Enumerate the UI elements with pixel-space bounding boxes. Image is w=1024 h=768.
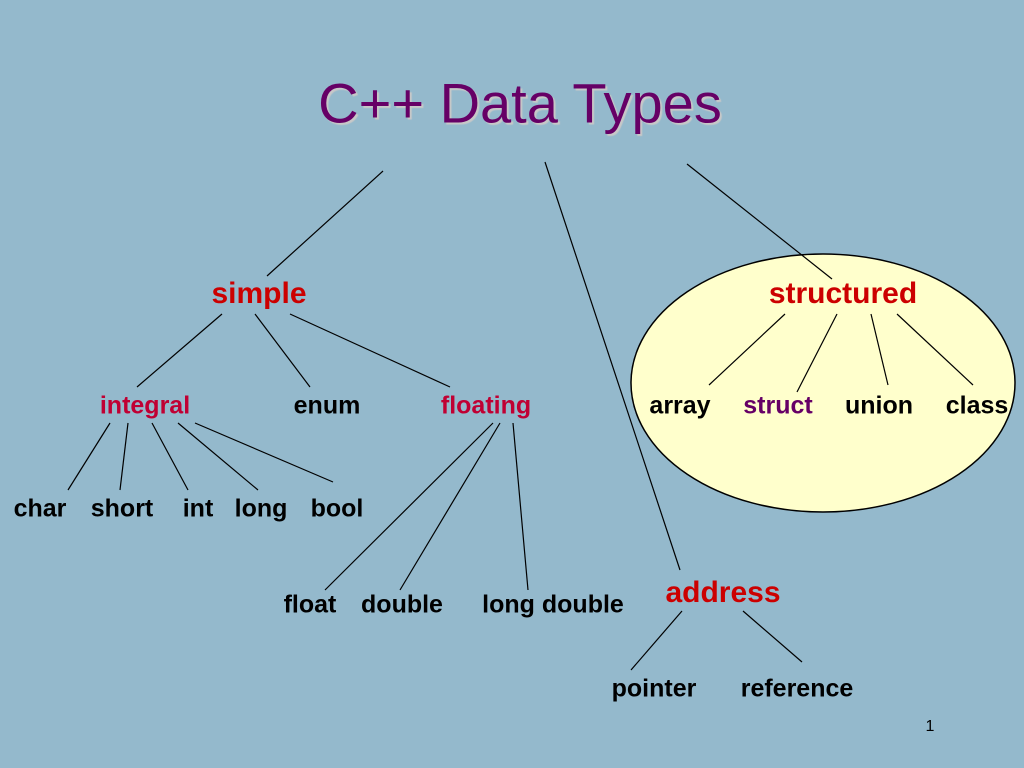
edge-simple-enum [254,313,311,388]
node-pointer: pointer [611,674,697,703]
edge-floating-longdouble [512,422,529,591]
node-simple: simple [211,277,307,310]
node-short: short [90,494,154,523]
edge-floating-float [324,422,494,591]
structured-ellipse [630,253,1016,513]
node-long-double: long double [482,590,624,619]
edge-structured-struct [796,313,838,393]
node-floating: floating [440,391,532,420]
node-reference: reference [740,674,854,703]
edge-address-reference [742,610,803,663]
edge-structured-union [870,313,889,386]
node-array: array [649,391,711,420]
node-double: double [361,590,443,619]
edge-title-simple [266,170,384,277]
edge-simple-floating [289,313,451,388]
node-structured: structured [768,277,918,310]
node-class: class [945,391,1009,420]
edge-integral-int [151,422,189,491]
edge-structured-array [708,313,786,386]
edge-simple-integral [136,313,223,388]
edge-integral-long [177,422,259,491]
edge-integral-bool [194,422,334,483]
node-float: float [283,590,337,619]
node-union: union [844,391,914,420]
edge-title-structured [686,163,833,280]
node-address: address [665,576,781,609]
edge-floating-double [399,422,501,591]
edge-integral-char [67,422,111,491]
node-integral: integral [99,391,191,420]
edge-address-pointer [630,610,683,671]
slide-title: C++ Data Types [318,71,722,135]
node-int: int [182,494,214,523]
edge-integral-short [119,422,129,491]
node-struct: struct [743,391,813,420]
edge-structured-class [896,313,974,386]
node-long: long [234,494,288,523]
node-enum: enum [293,391,361,420]
node-char: char [13,494,67,523]
node-bool: bool [310,494,364,523]
edge-title-address [544,161,681,571]
page-number: 1 [925,718,935,735]
